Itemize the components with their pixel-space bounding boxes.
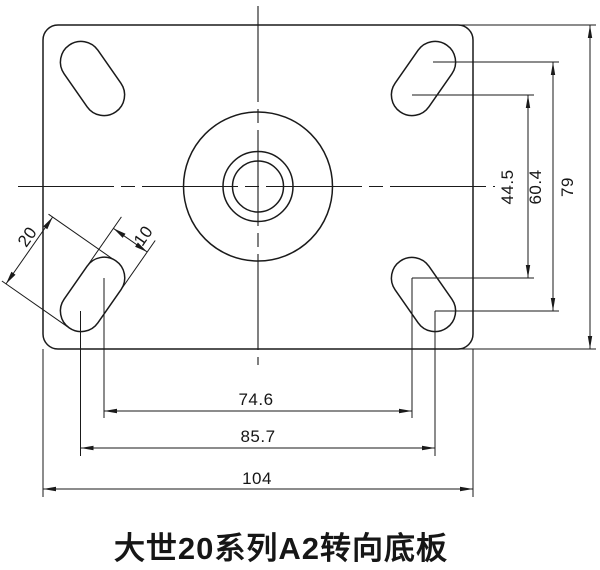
arrow-104-right (460, 486, 473, 492)
dim-text-10: 10 (130, 222, 157, 249)
dim-text-20: 20 (14, 223, 41, 250)
swivel-bore-middle-circle (222, 150, 294, 223)
ext-line-10-left (87, 216, 122, 265)
mounting-slots (59, 40, 457, 333)
arrow-20-lower (6, 271, 16, 284)
dim-text-74-6: 74.6 (238, 390, 273, 409)
swivel-bore-inner-circle (231, 160, 285, 213)
arrow-74-6-right (399, 408, 412, 414)
ext-line-20-outer (1, 280, 68, 328)
arrow-10-lower (135, 242, 148, 252)
arrow-85-7-left (80, 445, 94, 451)
arrow-85-7-right (422, 445, 435, 451)
arrow-104-left (43, 486, 56, 492)
dim-text-79: 79 (558, 177, 577, 197)
arrow-79-top (587, 25, 593, 38)
mounting-slot-top-right (390, 40, 457, 117)
arrow-60-4-bottom (550, 298, 556, 311)
arrow-60-4-top (550, 62, 556, 75)
dim-text-60-4: 60.4 (526, 169, 545, 204)
plate-outline (42, 24, 474, 350)
dimension-arrows (6, 25, 593, 492)
extension-lines (1, 24, 596, 497)
arrow-74-6-left (104, 408, 117, 414)
arrow-44-5-bottom (525, 265, 531, 278)
dim-text-104: 104 (242, 469, 272, 488)
arrow-79-bottom (587, 336, 593, 349)
mounting-slot-bottom-left (59, 256, 126, 333)
swivel-bore-outer-circle (182, 111, 334, 262)
swivel-bore (182, 111, 334, 262)
ext-line-10-right (121, 240, 156, 289)
dimension-lines (5, 25, 591, 490)
mounting-slot-bottom-right (390, 256, 457, 333)
ext-line-20-inner (48, 213, 115, 261)
arrow-44-5-top (525, 95, 531, 108)
mounting-slot-top-left (59, 40, 126, 117)
centerlines (18, 6, 495, 365)
drawing-title: 大世20系列A2转向底板 (114, 531, 448, 566)
dimension-texts: 44.5 60.4 79 74.6 85.7 104 20 10 (14, 169, 577, 488)
dim-text-44-5: 44.5 (498, 169, 517, 204)
dim-text-85-7: 85.7 (240, 427, 275, 446)
arrow-10-upper (113, 228, 126, 238)
arrow-20-upper (43, 217, 53, 230)
dim-line-20 (5, 216, 54, 285)
